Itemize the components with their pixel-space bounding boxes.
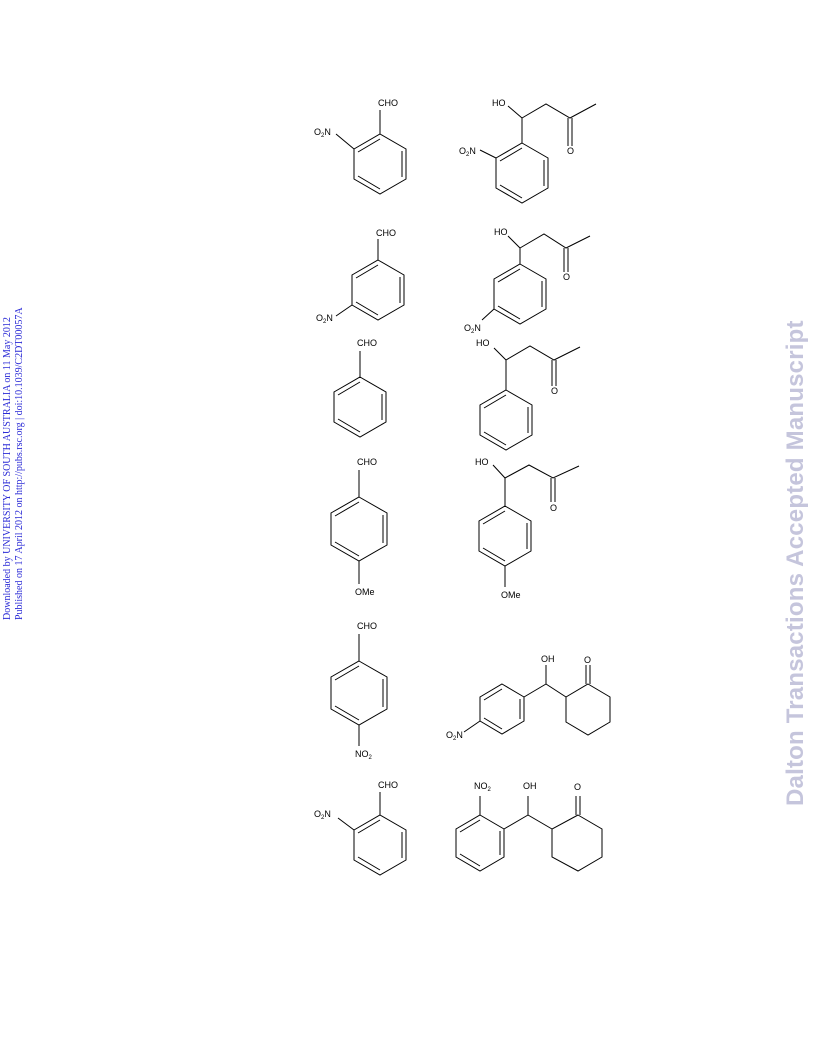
nitro-label: O2N xyxy=(314,127,331,139)
row-1-product: HO O O2N xyxy=(459,98,597,204)
ketone-label: O xyxy=(584,655,591,665)
row-6-reactant: CHO O2N xyxy=(314,780,407,876)
nitro-label: O2N xyxy=(464,323,481,335)
hydroxy-label: OH xyxy=(523,781,537,791)
cho-label: CHO xyxy=(378,780,398,790)
row-3-reactant: CHO xyxy=(333,338,387,438)
hydroxy-label: HO xyxy=(476,338,490,348)
methoxy-label: OMe xyxy=(501,590,521,600)
ketone-label: O xyxy=(563,272,570,282)
row-4-product: HO O OMe xyxy=(475,457,580,600)
ketone-label: O xyxy=(550,503,557,513)
nitro-label: O2N xyxy=(316,313,333,325)
ketone-label: O xyxy=(551,386,558,396)
nitro-label: O2N xyxy=(314,809,331,821)
row-2-reactant: CHO O2N xyxy=(316,228,405,325)
nitro-label: O2N xyxy=(459,146,476,158)
cho-label: CHO xyxy=(357,338,377,348)
row-4-reactant: CHO OMe xyxy=(330,457,388,597)
hydroxy-label: HO xyxy=(492,98,506,108)
ketone-label: O xyxy=(567,146,574,156)
hydroxy-label: HO xyxy=(494,227,508,237)
cho-label: CHO xyxy=(376,228,396,238)
row-5-reactant: CHO NO2 xyxy=(330,621,388,761)
cho-label: CHO xyxy=(378,98,398,108)
row-6-product: NO2 OH O xyxy=(455,781,603,872)
nitro-label: NO2 xyxy=(355,749,373,761)
methoxy-label: OMe xyxy=(355,587,375,597)
hydroxy-label: OH xyxy=(541,654,555,664)
nitro-label: O2N xyxy=(446,730,463,742)
ketone-label: O xyxy=(574,782,581,792)
hydroxy-label: HO xyxy=(475,457,489,467)
row-2-product: HO O O2N xyxy=(464,227,591,335)
row-1-reactant: CHO O2N xyxy=(314,98,407,195)
row-5-product: OH O O2N xyxy=(446,654,611,742)
row-3-product: HO O xyxy=(476,338,581,451)
cho-label: CHO xyxy=(357,457,377,467)
cho-label: CHO xyxy=(357,621,377,631)
nitro-label: NO2 xyxy=(474,781,492,793)
